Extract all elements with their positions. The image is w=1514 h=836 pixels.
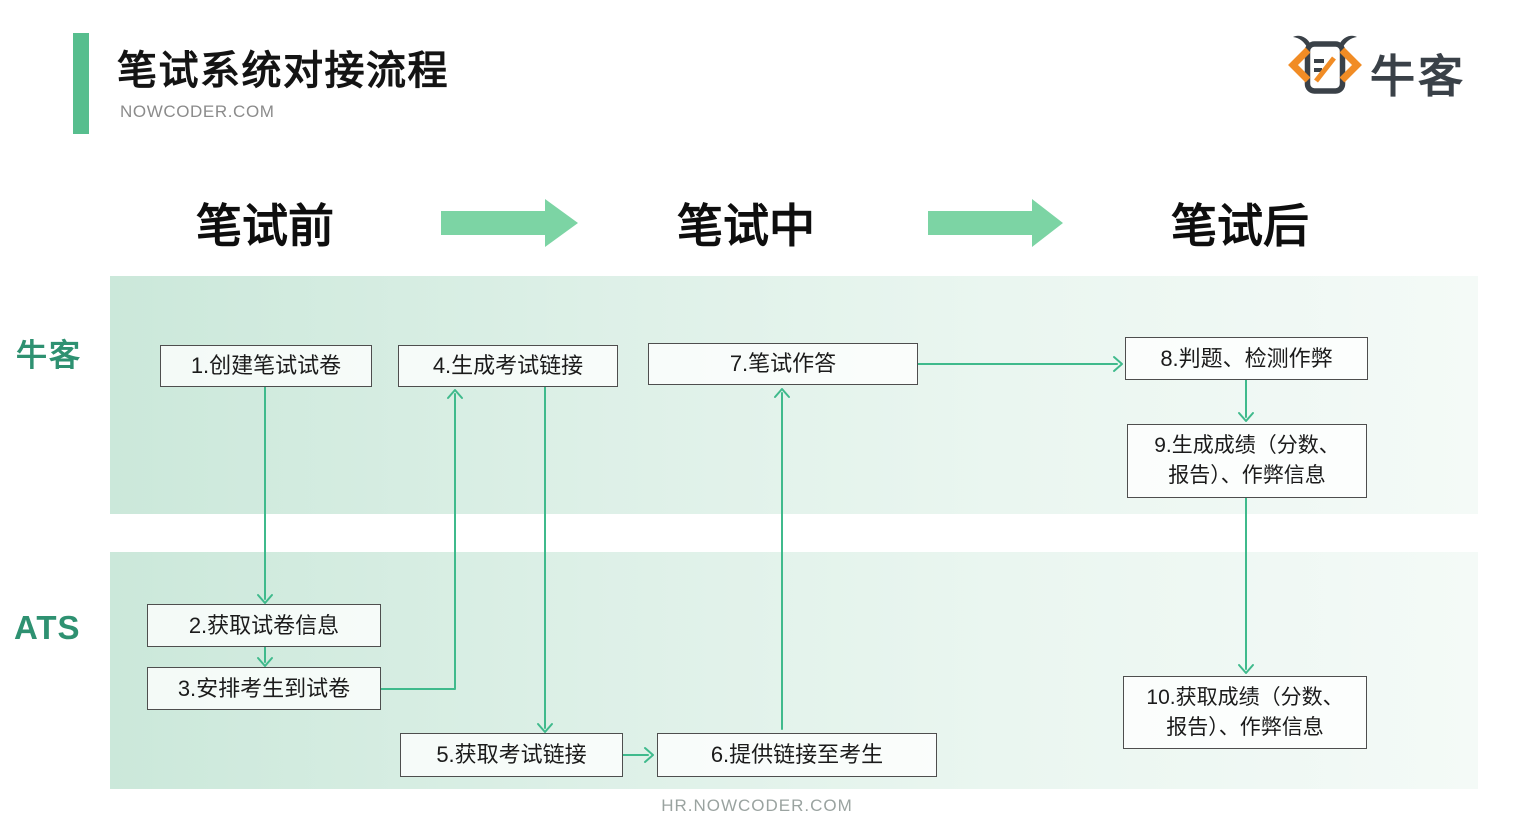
flow-node-10-get-score-report: 10.获取成绩（分数、 报告）、作弊信息 — [1123, 676, 1367, 749]
flow-node-2-get-paper-info: 2.获取试卷信息 — [147, 604, 381, 647]
phase-label-before-exam: 笔试前 — [196, 200, 334, 252]
logo-right-horn — [1339, 35, 1357, 47]
phase-arrow-during-to-after — [928, 199, 1063, 247]
node-2-text: 2.获取试卷信息 — [188, 612, 340, 638]
node-3-text: 3.安排考生到试卷 — [177, 675, 351, 701]
page-title: 笔试系统对接流程 — [117, 49, 449, 93]
node-1-text: 1.创建笔试试卷 — [190, 353, 342, 379]
lane-label-ats: ATS — [14, 609, 81, 646]
flow-node-7-take-exam: 7.笔试作答 — [648, 343, 918, 385]
node-10-text-line-1: 10.获取成绩（分数、 — [1146, 685, 1344, 709]
flow-node-1-create-exam-paper: 1.创建笔试试卷 — [160, 345, 372, 387]
footer-url: HR.NOWCODER.COM — [661, 796, 853, 815]
node-10-text-line-2: 报告）、作弊信息 — [1166, 715, 1324, 739]
nowcoder-logo-text: 牛客 — [1370, 51, 1467, 102]
flow-node-5-get-exam-link: 5.获取考试链接 — [400, 733, 623, 777]
logo-card-outline — [1304, 41, 1346, 94]
phase-label-during-exam: 笔试中 — [677, 200, 815, 252]
title-accent-bar — [73, 33, 89, 134]
node-7-text: 7.笔试作答 — [729, 351, 837, 377]
logo-left-chevron — [1288, 47, 1311, 83]
node-9-text-line-2: 报告）、作弊信息 — [1168, 464, 1326, 487]
node-5-text: 5.获取考试链接 — [436, 742, 587, 768]
logo-pen-stroke — [1314, 56, 1336, 83]
flow-node-9-generate-score-report: 9.生成成绩（分数、 报告）、作弊信息 — [1127, 424, 1367, 498]
logo-left-horn — [1293, 35, 1311, 47]
nowcoder-logo-icon — [1288, 35, 1362, 94]
phase-arrow-before-to-during — [441, 199, 578, 247]
flow-node-4-generate-exam-link: 4.生成考试链接 — [398, 345, 618, 387]
phase-label-after-exam: 笔试后 — [1171, 200, 1309, 252]
logo-right-chevron — [1339, 47, 1362, 83]
flow-node-6-provide-link-to-candidates: 6.提供链接至考生 — [657, 733, 937, 777]
flow-node-8-judge-detect-cheating: 8.判题、检测作弊 — [1125, 337, 1368, 380]
lane-label-nowcoder: 牛客 — [16, 338, 82, 373]
page-subtitle: NOWCODER.COM — [120, 102, 275, 121]
node-6-text: 6.提供链接至考生 — [710, 742, 884, 768]
node-9-text-line-1: 9.生成成绩（分数、 — [1154, 434, 1340, 458]
node-4-text: 4.生成考试链接 — [432, 353, 584, 379]
flow-node-3-assign-candidates: 3.安排考生到试卷 — [147, 667, 381, 710]
node-8-text: 8.判题、检测作弊 — [1160, 345, 1333, 371]
